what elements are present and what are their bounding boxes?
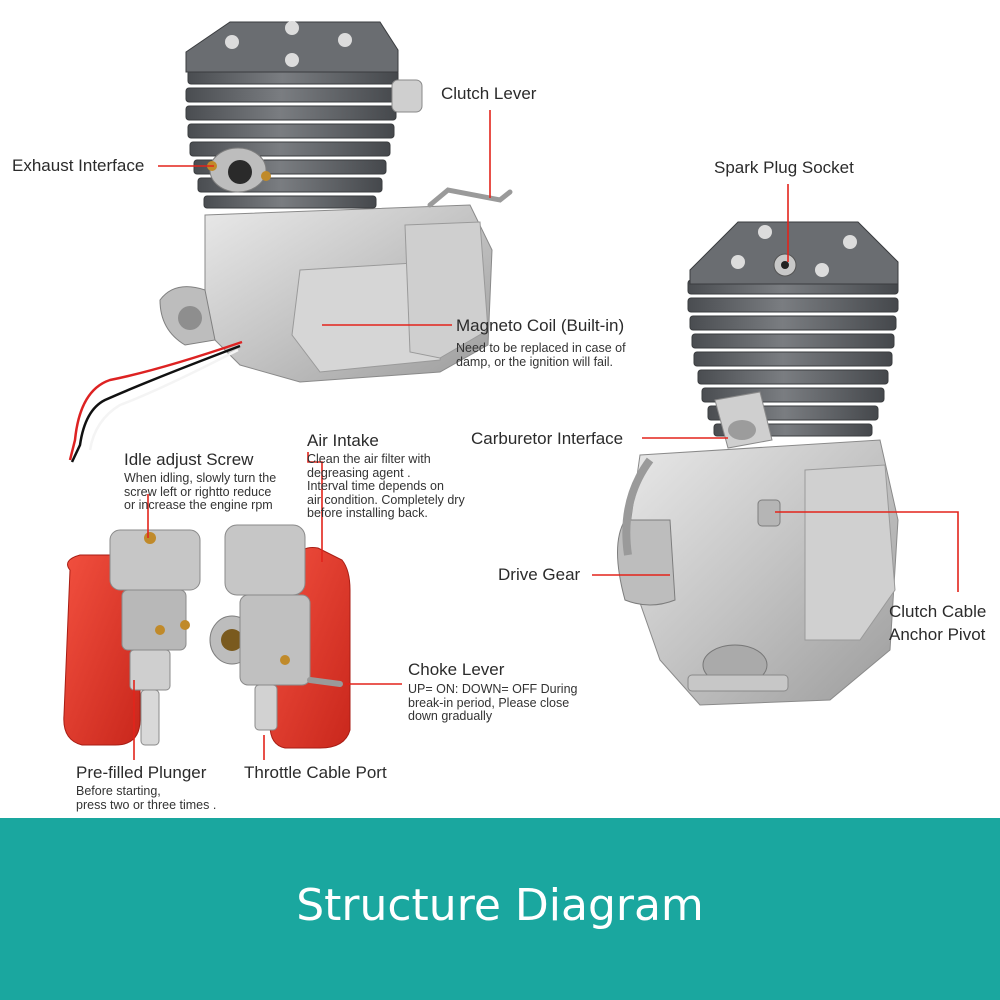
- label-prefilled-plunger: Pre-filled Plunger: [76, 763, 207, 782]
- label-clutch-cable-anchor-pivot: Clutch Cable Anchor Pivot: [889, 602, 987, 644]
- label-choke-lever: Choke Lever: [408, 660, 505, 679]
- label-exhaust-interface: Exhaust Interface: [12, 156, 145, 175]
- engine-left-illustration: [68, 21, 513, 463]
- label-idle-screw: Idle adjust Screw: [124, 450, 254, 469]
- note-magneto-coil: Need to be replaced in case of damp, or …: [456, 341, 626, 369]
- note-idle-screw: When idling, slowly turn the screw left …: [124, 471, 277, 512]
- note-air-intake: Clean the air filter with degreasing age…: [307, 452, 465, 520]
- label-clutch-lever: Clutch Lever: [441, 84, 537, 103]
- label-throttle-cable-port: Throttle Cable Port: [244, 763, 387, 782]
- engine-right-illustration: [617, 221, 899, 706]
- note-choke-lever: UP= ON: DOWN= OFF During break-in period…: [408, 682, 578, 723]
- title-banner: [0, 818, 1000, 1000]
- label-drive-gear: Drive Gear: [498, 565, 581, 584]
- note-prefilled-plunger: Before starting, press two or three time…: [76, 784, 217, 812]
- banner-title: Structure Diagram: [296, 880, 704, 931]
- label-air-intake: Air Intake: [307, 431, 379, 450]
- label-spark-plug-socket: Spark Plug Socket: [714, 158, 854, 177]
- leader-lines: [133, 110, 959, 760]
- label-carburetor-interface: Carburetor Interface: [471, 429, 624, 448]
- label-magneto-coil: Magneto Coil (Built-in): [456, 316, 625, 335]
- carburetor-illustration: [63, 524, 351, 749]
